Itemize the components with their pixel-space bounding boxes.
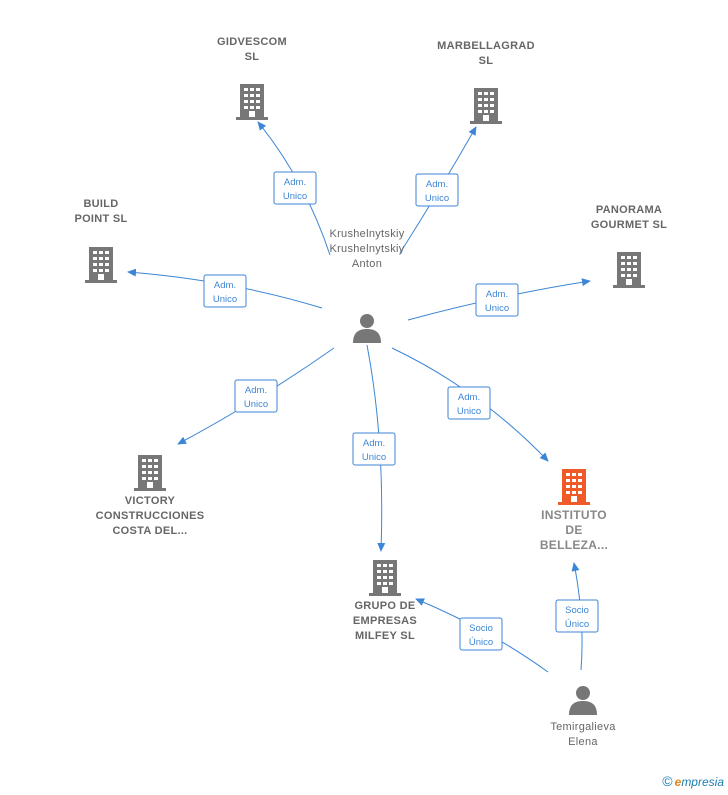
edge-label-text: Socio (565, 605, 589, 616)
brand-logo-e: e (674, 775, 682, 789)
edge-label-box[interactable] (273, 171, 317, 205)
node-panorama[interactable]: PANORAMA GOURMET SL (591, 204, 667, 288)
node-label: GOURMET SL (591, 219, 667, 231)
node-label: COSTA DEL... (112, 525, 187, 537)
edge-label-text: Unico (457, 406, 481, 417)
edge-label-text: Unico (485, 303, 509, 314)
node-label: BUILD (83, 198, 118, 210)
brand-logo-text: mpresia (681, 775, 724, 789)
copyright-icon: © (662, 773, 673, 789)
edge-label-box[interactable] (415, 173, 459, 207)
building-icon[interactable] (558, 469, 590, 505)
edge-label-text: Adm. (486, 289, 508, 300)
node-buildpoint[interactable]: BUILD POINT SL (74, 198, 127, 283)
node-label: POINT SL (74, 213, 127, 225)
building-icon[interactable] (613, 252, 645, 288)
node-label: SL (479, 55, 494, 67)
edge-label-text: Adm. (245, 385, 267, 396)
edge-anton-to-gidvescom: Adm. Unico (257, 121, 331, 256)
nodes-layer: KrushelnytskiyKrushelnytskiyAntonTemirga… (74, 36, 667, 748)
node-label: Elena (568, 736, 598, 748)
node-label: INSTITUTO (541, 508, 607, 522)
edge-label-box[interactable] (352, 432, 396, 466)
node-label: Krushelnytskiy (329, 228, 404, 240)
node-label: MARBELLAGRAD (437, 40, 535, 52)
node-label: BELLEZA... (540, 538, 608, 552)
edge-label-text: Socio (469, 623, 493, 634)
edge-label-text: Unico (425, 193, 449, 204)
building-icon[interactable] (134, 455, 166, 491)
node-label: VICTORY (125, 495, 176, 507)
node-label: EMPRESAS (353, 615, 417, 627)
edge-label-text: Adm. (426, 179, 448, 190)
node-label: GIDVESCOM (217, 36, 287, 48)
person-icon[interactable] (569, 686, 597, 715)
person-icon[interactable] (353, 314, 381, 343)
node-milfey[interactable]: GRUPO DE EMPRESAS MILFEY SL (353, 560, 417, 642)
edge-label-text: Unico (362, 452, 386, 463)
edge-label-text: Adm. (214, 280, 236, 291)
node-victory[interactable]: VICTORY CONSTRUCCIONES COSTA DEL... (96, 455, 205, 537)
edge-label-box[interactable] (447, 386, 491, 420)
edge-label-text: Unico (244, 399, 268, 410)
edge-label-box[interactable] (555, 599, 599, 633)
node-gidvescom[interactable]: GIDVESCOM SL (217, 36, 287, 120)
node-label: SL (245, 51, 260, 63)
edge-label-text: Adm. (458, 392, 480, 403)
node-label: MILFEY SL (355, 630, 415, 642)
node-label: Temirgalieva (550, 721, 616, 733)
building-icon[interactable] (369, 560, 401, 596)
edge-label-text: Único (565, 619, 589, 630)
node-label: DE (565, 523, 582, 537)
node-instituto[interactable]: INSTITUTODEBELLEZA... (540, 469, 608, 552)
edge-anton-to-instituto: Adm. Unico (391, 347, 549, 462)
edge-label-box[interactable] (234, 379, 278, 413)
node-label: PANORAMA (596, 204, 662, 216)
edge-label-text: Adm. (284, 177, 306, 188)
footer-brand: ©empresia (662, 773, 724, 789)
edge-anton-to-victory: Adm. Unico (177, 347, 335, 445)
node-marbellagrad[interactable]: MARBELLAGRAD SL (437, 40, 535, 124)
edge-anton-to-panorama: Adm. Unico (407, 278, 591, 321)
building-icon[interactable] (85, 247, 117, 283)
edge-label-text: Único (469, 637, 493, 648)
building-icon[interactable] (470, 88, 502, 124)
edge-label-box[interactable] (475, 283, 519, 317)
edge-label-box[interactable] (459, 617, 503, 651)
node-label: CONSTRUCCIONES (96, 510, 205, 522)
edge-label-text: Unico (213, 294, 237, 305)
edge-label-box[interactable] (203, 274, 247, 308)
edge-label-text: Adm. (363, 438, 385, 449)
building-icon[interactable] (236, 84, 268, 120)
edge-anton-to-milfey: Adm. Unico (352, 344, 396, 552)
node-label: GRUPO DE (354, 600, 415, 612)
edge-label-text: Unico (283, 191, 307, 202)
node-label: Krushelnytskiy (329, 243, 404, 255)
node-label: Anton (352, 258, 382, 270)
edge-anton-to-marbellagrad: Adm. Unico (399, 126, 477, 254)
edge-anton-to-buildpoint: Adm. Unico (127, 268, 323, 309)
